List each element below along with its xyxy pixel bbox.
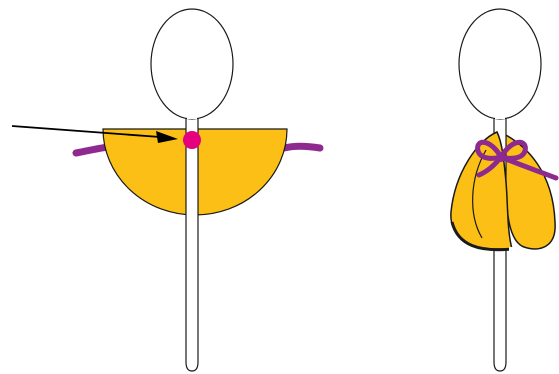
right-spoon-bowl <box>458 8 542 120</box>
right-panel <box>450 8 559 372</box>
bow-left-loop <box>475 139 504 161</box>
left-spoon-bowl <box>150 8 234 120</box>
cloth-hem <box>450 221 513 252</box>
bow-knot <box>496 152 506 162</box>
left-spoon-handle <box>185 111 199 372</box>
left-panel <box>11 8 324 372</box>
left-spoon <box>150 8 234 372</box>
ribbon-bow <box>475 139 559 181</box>
pointer-arrow <box>11 125 178 143</box>
left-ribbon-right-end <box>280 142 324 152</box>
bow-tail-right <box>498 154 559 181</box>
attachment-dot <box>183 131 201 149</box>
